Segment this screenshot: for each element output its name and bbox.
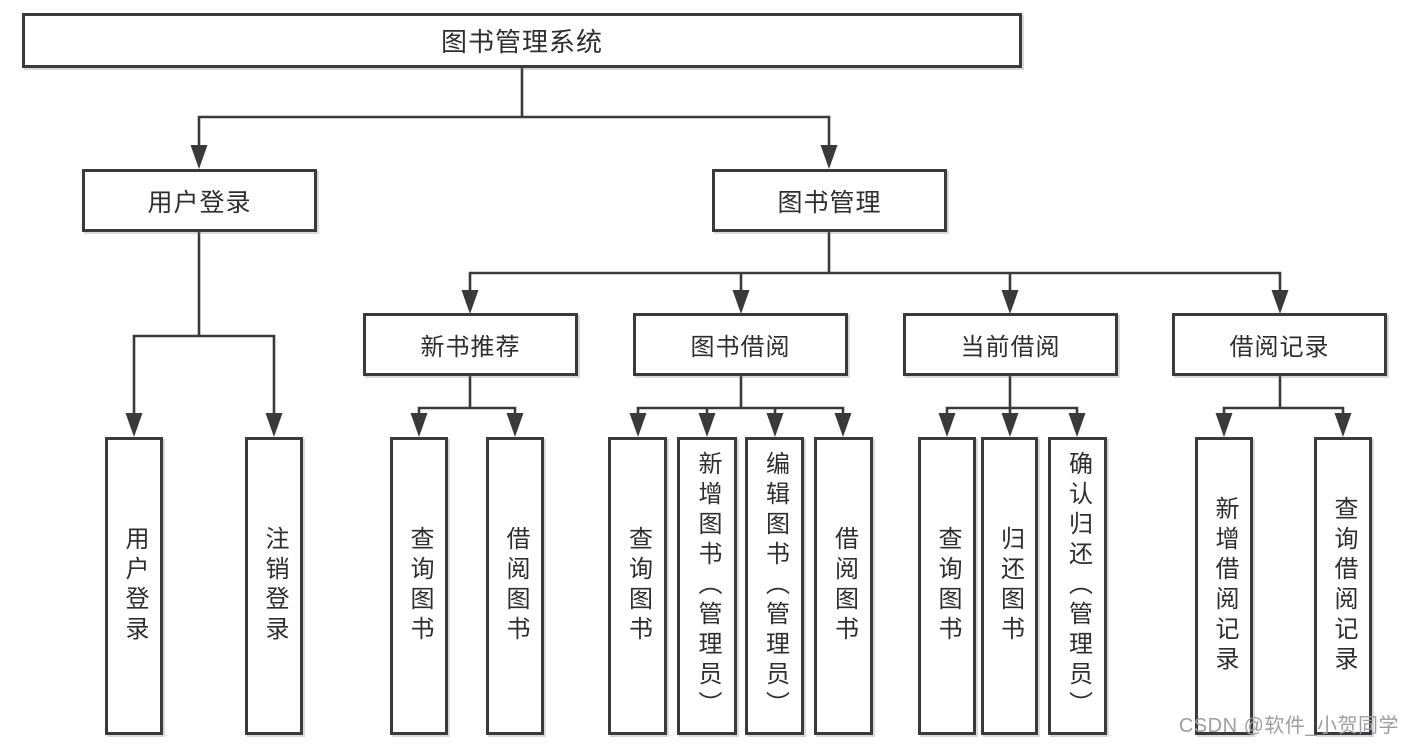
- node-user-login: 用户登录: [82, 169, 317, 232]
- arrowhead: [410, 413, 428, 437]
- leaf-query-books-borrowing: 查询图书: [608, 437, 667, 735]
- node-library-management-system: 图书管理系统: [22, 13, 1022, 68]
- arrowhead: [1271, 290, 1289, 314]
- arrowhead: [461, 290, 479, 314]
- arrowhead: [732, 290, 750, 314]
- leaf-user-login: 用户登录: [105, 437, 163, 735]
- leaf-query-books-recommend: 查询图书: [390, 437, 448, 735]
- arrowhead: [820, 145, 838, 169]
- leaf-borrow-books-recommend: 借阅图书: [486, 437, 544, 735]
- arrowhead: [265, 413, 283, 437]
- leaf-borrow-books-borrowing: 借阅图书: [814, 437, 873, 735]
- arrowhead: [1334, 413, 1352, 437]
- leaf-add-borrow-record: 新增借阅记录: [1195, 437, 1253, 735]
- node-current-borrowing: 当前借阅: [903, 313, 1118, 376]
- arrowhead: [1215, 413, 1233, 437]
- leaf-return-books: 归还图书: [981, 437, 1038, 735]
- leaf-edit-book-admin: 编辑图书（管理员）: [745, 437, 804, 735]
- arrowhead: [1001, 413, 1019, 437]
- node-new-book-recommendation: 新书推荐: [363, 313, 578, 376]
- watermark: CSDN @软件_小贺同学: [1178, 715, 1399, 737]
- arrowhead: [938, 413, 956, 437]
- node-book-borrowing: 图书借阅: [633, 313, 848, 376]
- leaf-confirm-return-admin: 确认归还（管理员）: [1048, 437, 1107, 735]
- node-book-management: 图书管理: [712, 169, 947, 232]
- arrowhead: [698, 413, 716, 437]
- arrowhead: [834, 413, 852, 437]
- arrowhead: [506, 413, 524, 437]
- leaf-query-books-current: 查询图书: [918, 437, 976, 735]
- arrowhead: [1068, 413, 1086, 437]
- leaf-add-book-admin: 新增图书（管理员）: [677, 437, 737, 735]
- arrowhead: [629, 413, 647, 437]
- arrowhead: [190, 145, 208, 169]
- arrowhead: [1001, 290, 1019, 314]
- leaf-logout: 注销登录: [245, 437, 303, 735]
- arrowhead: [766, 413, 784, 437]
- arrowhead: [125, 413, 143, 437]
- node-borrowing-records: 借阅记录: [1172, 313, 1387, 376]
- leaf-query-borrow-record: 查询借阅记录: [1314, 437, 1372, 735]
